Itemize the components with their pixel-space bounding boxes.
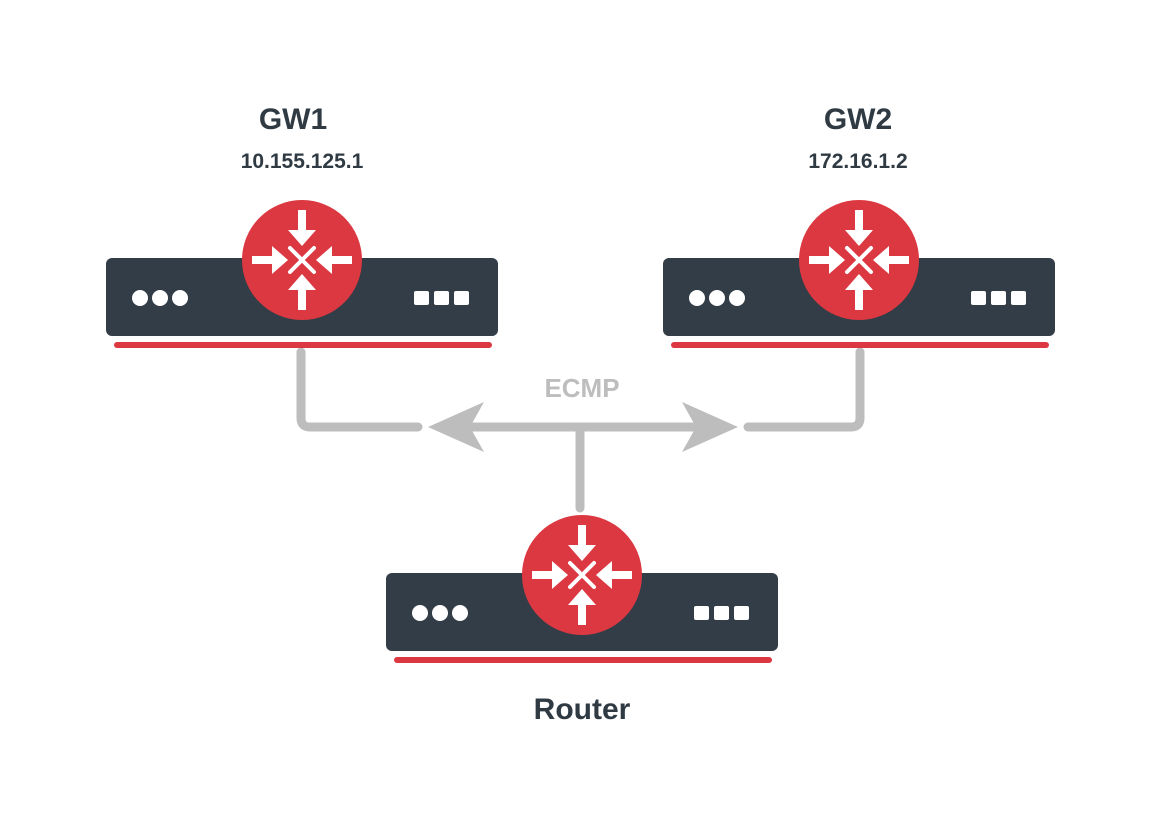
arrowhead-right xyxy=(682,402,738,452)
ecmp-links xyxy=(296,347,865,513)
gw2-ip: 172.16.1.2 xyxy=(808,150,907,173)
link-gw2 xyxy=(743,347,865,432)
router-icon xyxy=(384,513,780,665)
link-gw1 xyxy=(296,347,423,432)
ecmp-arrowheads xyxy=(428,402,738,452)
arrowhead-left xyxy=(428,402,484,452)
gw2-name: GW2 xyxy=(824,103,892,136)
gw1-name: GW1 xyxy=(259,103,327,136)
link-label: ECMP xyxy=(544,373,619,403)
router-icon xyxy=(104,198,500,350)
gw2-node: GW2 172.16.1.2 xyxy=(661,103,1057,350)
gw1-node: GW1 10.155.125.1 xyxy=(104,103,500,350)
router-icon xyxy=(661,198,1057,350)
router-node: Router xyxy=(384,513,780,726)
gw1-ip: 10.155.125.1 xyxy=(241,150,364,173)
router-name: Router xyxy=(534,693,631,726)
